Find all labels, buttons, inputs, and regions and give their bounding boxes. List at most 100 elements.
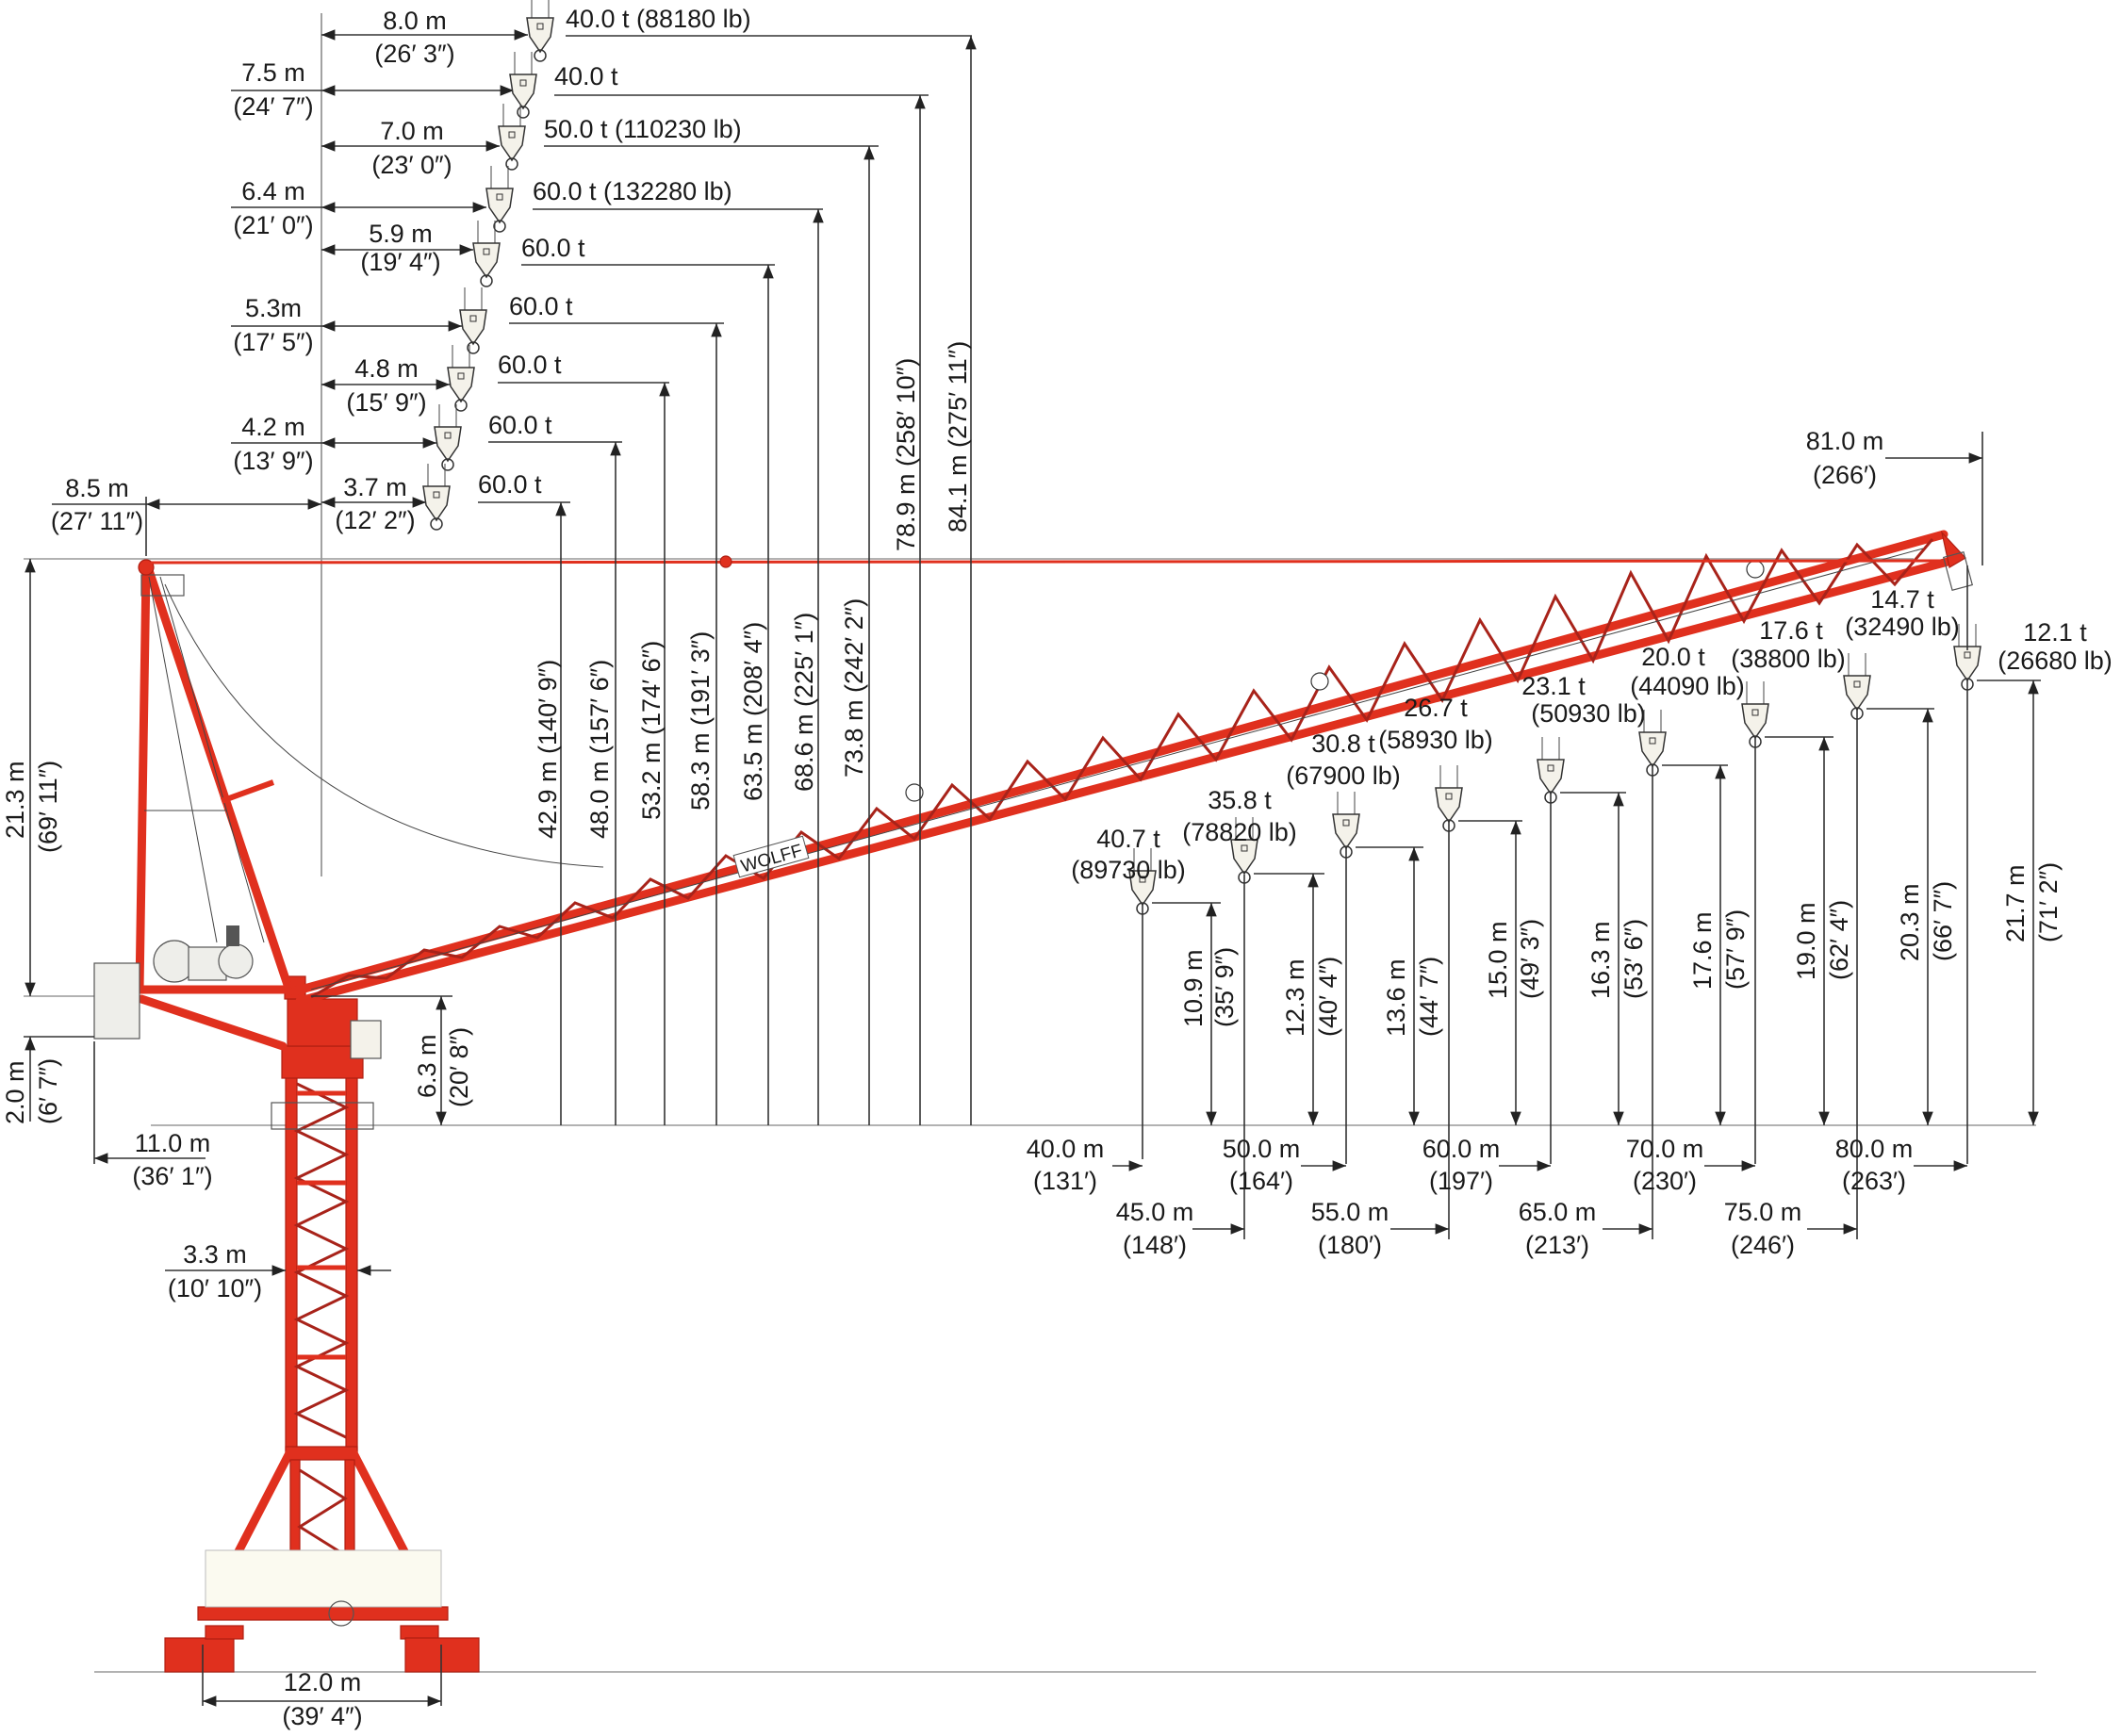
svg-text:23.1 t: 23.1 t [1521,672,1586,700]
svg-text:6.4 m: 6.4 m [241,177,305,205]
svg-text:40.0 t: 40.0 t [554,62,618,90]
svg-text:21.7 m: 21.7 m [2001,864,2030,942]
svg-text:60.0 m: 60.0 m [1422,1135,1501,1163]
svg-text:60.0 t: 60.0 t [498,351,562,379]
svg-text:(58930 lb): (58930 lb) [1378,726,1493,754]
svg-text:(71′ 2″): (71′ 2″) [2034,862,2063,942]
svg-text:6.3 m: 6.3 m [413,1034,441,1098]
svg-text:12.1 t: 12.1 t [2023,618,2087,647]
radius-mark: 55.0 m (180′) [1311,1198,1449,1259]
hook-block-icon [498,103,526,171]
svg-text:(26′ 3″): (26′ 3″) [374,40,454,68]
svg-text:(66′ 7″): (66′ 7″) [1929,881,1957,961]
svg-text:(27′ 11″): (27′ 11″) [51,507,143,535]
hook-column: 20.0 t (44090 lb) 17.6 m (57′ 9″) [1630,643,1750,1239]
svg-text:(15′ 9″): (15′ 9″) [346,388,426,417]
hook-block-icon [526,0,554,62]
radius-mark: 65.0 m (213′) [1519,1198,1652,1259]
hook-column: 35.8 t (78820 lb) 12.3 m (40′ 4″) [1182,786,1342,1239]
svg-text:4.2 m: 4.2 m [241,413,305,441]
svg-text:(148′): (148′) [1123,1231,1187,1259]
svg-text:14.7 t: 14.7 t [1870,585,1934,614]
svg-text:78.9 m (258′ 10″): 78.9 m (258′ 10″) [892,358,920,551]
svg-text:17.6 m: 17.6 m [1688,911,1717,990]
svg-text:50.0 t (110230 lb): 50.0 t (110230 lb) [544,115,742,143]
svg-text:(266′): (266′) [1813,461,1877,489]
hook-row: 5.9 m (19′ 4″) 60.0 t [321,220,775,287]
svg-text:60.0 t: 60.0 t [488,411,552,439]
svg-text:(6′ 7″): (6′ 7″) [34,1058,62,1124]
svg-text:60.0 t: 60.0 t [509,292,573,320]
svg-text:48.0 m (157′ 6″): 48.0 m (157′ 6″) [585,660,614,839]
operator-cab [350,1020,382,1059]
hook-block-icon [434,403,462,471]
svg-text:4.8 m: 4.8 m [354,354,419,383]
svg-text:70.0 m: 70.0 m [1626,1135,1704,1163]
svg-text:(10′ 10″): (10′ 10″) [168,1274,262,1302]
svg-text:8.0 m: 8.0 m [383,7,447,35]
svg-text:60.0 t: 60.0 t [478,470,542,499]
svg-text:(21′ 0″): (21′ 0″) [233,211,313,239]
svg-text:35.8 t: 35.8 t [1208,786,1272,814]
svg-text:60.0 t: 60.0 t [521,234,585,262]
svg-text:20.0 t: 20.0 t [1641,643,1705,671]
svg-text:30.8 t: 30.8 t [1311,729,1375,758]
hook-row: 4.2 m (13′ 9″) 60.0 t [231,403,622,475]
svg-text:(36′ 1″): (36′ 1″) [132,1162,212,1190]
hoist-winches [153,925,254,983]
reference-lines [24,13,2036,1673]
svg-text:(50930 lb): (50930 lb) [1531,699,1646,728]
svg-text:(53′ 6″): (53′ 6″) [1620,919,1648,999]
svg-text:26.7 t: 26.7 t [1404,694,1468,722]
svg-text:19.0 m: 19.0 m [1792,902,1820,980]
svg-text:(89730 lb): (89730 lb) [1071,856,1186,884]
near-hook-height-arrows [555,36,977,1125]
hook-column: 26.7 t (58930 lb) 15.0 m (49′ 3″) [1378,694,1544,1239]
svg-text:(39′ 4″): (39′ 4″) [282,1702,362,1730]
hook-column: 30.8 t (67900 lb) 13.6 m (44′ 7″) [1286,729,1443,1164]
hook-row: 7.0 m (23′ 0″) 50.0 t (110230 lb) [321,103,879,179]
svg-text:20.3 m: 20.3 m [1896,883,1924,961]
hook-row: 6.4 m (21′ 0″) 60.0 t (132280 lb) [231,165,823,239]
radius-scale: 40.0 m (131′) 45.0 m (148′) 50.0 m (164′… [1027,427,1983,1259]
near-radius-load-table: 8.0 m (26′ 3″) 40.0 t (88180 lb) 7.5 m (… [231,0,977,1125]
hook-block-icon [509,51,537,119]
svg-text:40.0 m: 40.0 m [1027,1135,1105,1163]
svg-text:(13′ 9″): (13′ 9″) [233,447,313,475]
svg-text:(131′): (131′) [1033,1167,1097,1195]
svg-text:3.7 m: 3.7 m [343,473,407,501]
svg-text:(78820 lb): (78820 lb) [1182,818,1297,846]
hook-block-icon [447,344,475,412]
svg-text:(26680 lb): (26680 lb) [1998,647,2113,675]
radius-mark: 40.0 m (131′) [1027,1135,1143,1195]
hook-column: 17.6 t (38800 lb) 19.0 m (62′ 4″) [1731,616,1853,1164]
hook-block-icon [485,165,514,233]
svg-text:(17′ 5″): (17′ 5″) [233,328,313,356]
counter-jib [93,559,604,1051]
svg-text:(44′ 7″): (44′ 7″) [1415,957,1443,1037]
counter-jib-dimensions: 8.5 m (27′ 11″) 21.3 m (69′ 11″) 2.0 m (… [1,474,473,1190]
svg-text:21.3 m: 21.3 m [1,761,29,839]
svg-text:12.0 m: 12.0 m [284,1668,362,1696]
svg-text:(213′): (213′) [1525,1231,1589,1259]
hook-block-icon [1537,736,1565,804]
hook-row: 5.3m (17′ 5″) 60.0 t [231,287,724,356]
svg-text:65.0 m: 65.0 m [1519,1198,1597,1226]
svg-text:55.0 m: 55.0 m [1311,1198,1389,1226]
svg-text:(164′): (164′) [1229,1167,1293,1195]
svg-text:(24′ 7″): (24′ 7″) [233,92,313,121]
radius-mark: 60.0 m (197′) [1422,1135,1551,1195]
hook-block-icon [459,287,487,354]
hook-column: 12.1 t (26680 lb) 21.7 m (71′ 2″) [1953,618,2113,1164]
svg-text:(35′ 9″): (35′ 9″) [1210,947,1239,1027]
svg-text:5.3m: 5.3m [245,294,302,322]
hook-row: 3.7 m (12′ 2″) 60.0 t [321,463,570,534]
svg-text:75.0 m: 75.0 m [1724,1198,1802,1226]
svg-text:(44090 lb): (44090 lb) [1630,672,1745,700]
svg-text:63.5 m (208′ 4″): 63.5 m (208′ 4″) [739,622,767,801]
svg-text:13.6 m: 13.6 m [1382,958,1410,1037]
svg-text:(20′ 8″): (20′ 8″) [445,1027,473,1107]
hook-column: 40.7 t (89730 lb) 10.9 m (35′ 9″) [1071,825,1239,1159]
svg-text:11.0 m: 11.0 m [135,1129,211,1157]
